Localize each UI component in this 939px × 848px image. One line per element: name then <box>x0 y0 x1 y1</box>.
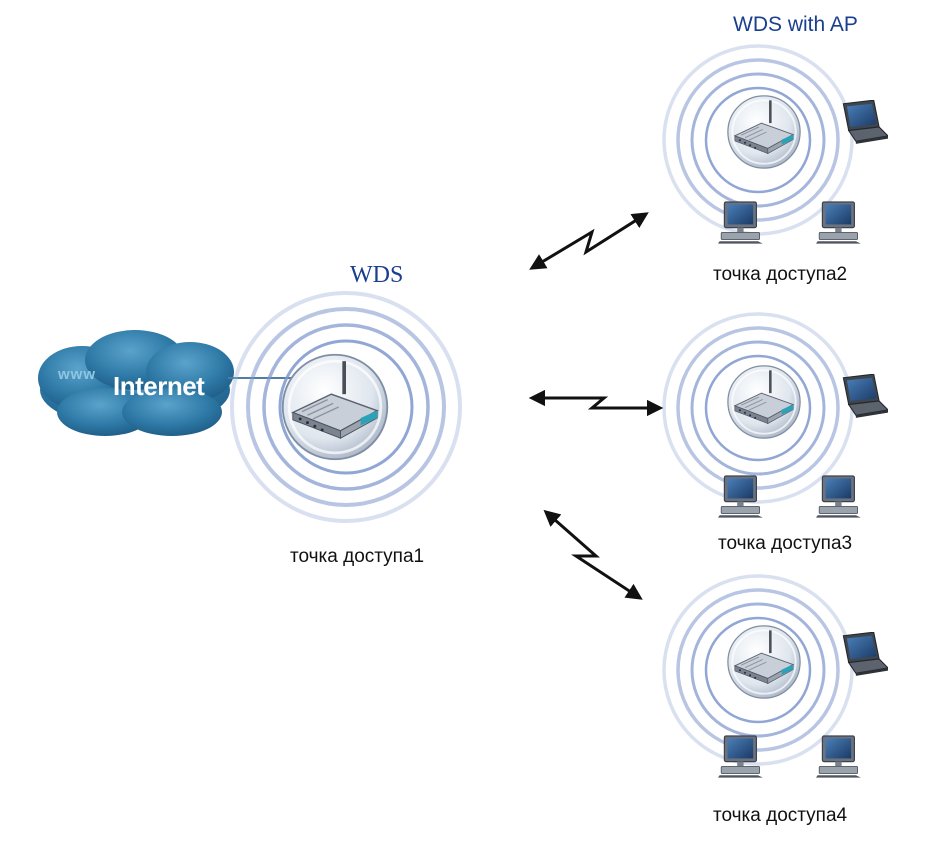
access-point-3 <box>662 312 888 518</box>
router-icon <box>726 624 802 700</box>
access-point-2 <box>662 44 888 244</box>
desktop-icon <box>816 201 862 244</box>
cloud-internet-label: Internet <box>113 371 205 401</box>
router-icon <box>281 353 389 461</box>
desktop-icon <box>816 735 862 778</box>
cloud-www-label: www <box>58 366 97 383</box>
wds-with-ap-title: WDS with AP <box>733 13 858 36</box>
laptop-icon <box>842 632 888 677</box>
access-point-1 <box>230 291 462 523</box>
router-icon <box>726 94 802 170</box>
wireless-link-arrow-to-ap4 <box>543 509 643 600</box>
desktop-icon <box>718 201 764 244</box>
internet-cloud <box>38 330 234 436</box>
router-icon <box>726 364 802 440</box>
access-point-3-label: точка доступа3 <box>718 533 853 554</box>
access-point-4-label: точка доступа4 <box>713 805 848 826</box>
access-point-2-label: точка доступа2 <box>713 264 848 285</box>
desktop-icon <box>816 475 862 518</box>
laptop-icon <box>842 374 888 419</box>
wireless-link-arrow-to-ap2 <box>529 212 649 270</box>
wds-title: WDS <box>350 262 404 288</box>
laptop-icon <box>842 100 888 145</box>
wireless-link-arrow-to-ap3 <box>528 389 664 417</box>
access-point-4 <box>662 574 888 778</box>
desktop-icon <box>718 735 764 778</box>
desktop-icon <box>718 475 764 518</box>
access-point-1-label: точка доступа1 <box>290 546 425 567</box>
